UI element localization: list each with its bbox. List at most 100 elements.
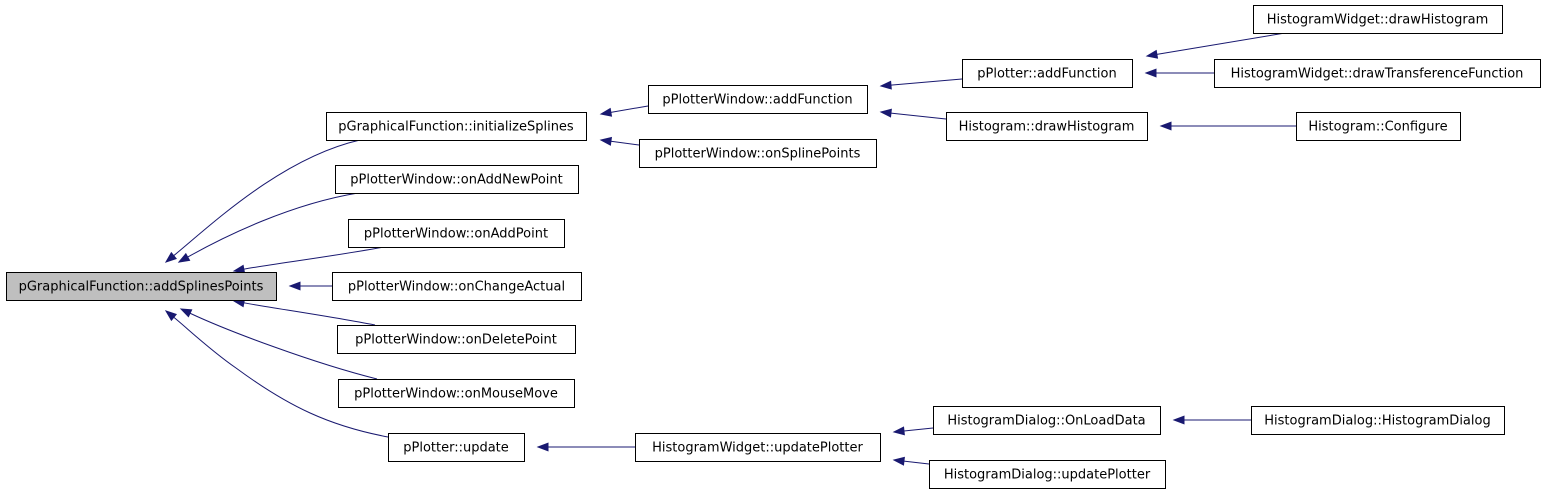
node-box: [933, 406, 1161, 435]
node-box: [635, 433, 881, 462]
node-label: HistogramWidget::updatePlotter: [652, 441, 863, 456]
graph-node-n7[interactable]: Histogram::Configure: [1296, 112, 1461, 141]
edge-line: [610, 140, 640, 146]
edge-arrowhead: [599, 107, 613, 117]
edge-line: [903, 427, 934, 432]
graph-node-n5[interactable]: HistogramWidget::drawTransferenceFunctio…: [1214, 59, 1541, 88]
node-label: HistogramWidget::drawHistogram: [1267, 13, 1489, 28]
edge-line: [890, 112, 947, 120]
edge-arrowhead: [1144, 68, 1157, 78]
node-label: pGraphicalFunction::addSplinesPoints: [19, 280, 264, 295]
graph-node-n4[interactable]: HistogramWidget::drawHistogram: [1253, 5, 1503, 34]
edge-n14-n0: [164, 310, 389, 438]
edge-line: [173, 139, 361, 257]
edge-n13-n0: [179, 308, 378, 380]
node-label: pGraphicalFunction::initializeSplines: [338, 120, 574, 135]
graph-node-n2[interactable]: pPlotterWindow::addFunction: [648, 85, 868, 114]
edge-arrowhead: [892, 426, 905, 436]
graph-node-n11[interactable]: pPlotterWindow::onChangeActual: [332, 272, 582, 301]
edge-line: [1156, 32, 1286, 55]
graph-node-n14[interactable]: pPlotter::update: [388, 433, 525, 462]
edge-n1-n0: [164, 139, 361, 263]
graph-node-n10[interactable]: pPlotterWindow::onAddPoint: [348, 219, 565, 248]
edge-n2-n1: [599, 105, 649, 117]
edge-arrowhead: [232, 264, 246, 274]
node-label: pPlotterWindow::onMouseMove: [354, 387, 558, 402]
node-label: HistogramWidget::drawTransferenceFunctio…: [1231, 67, 1524, 82]
node-label: pPlotterWindow::onAddNewPoint: [350, 173, 563, 188]
node-label: Histogram::Configure: [1308, 120, 1447, 135]
edge-line: [243, 302, 376, 326]
edge-n9-n0: [177, 192, 359, 263]
node-box: [946, 112, 1148, 141]
edge-arrowhead: [177, 252, 191, 263]
edge-n7-n6: [1159, 121, 1296, 131]
graph-node-n15[interactable]: HistogramWidget::updatePlotter: [635, 433, 881, 462]
node-label: pPlotter::update: [403, 441, 509, 456]
graph-node-n13[interactable]: pPlotterWindow::onMouseMove: [338, 379, 575, 408]
edge-n6-n2: [879, 108, 947, 120]
node-box: [338, 379, 575, 408]
edge-n15-n14: [536, 442, 635, 452]
node-box: [326, 112, 587, 141]
graph-node-n1[interactable]: pGraphicalFunction::initializeSplines: [326, 112, 587, 141]
edge-n10-n0: [232, 246, 385, 274]
edge-n8-n1: [599, 136, 640, 146]
node-label: pPlotterWindow::onAddPoint: [364, 227, 548, 242]
edge-arrowhead: [879, 108, 892, 118]
edge-n16-n15: [892, 426, 934, 436]
graph-node-n3[interactable]: pPlotter::addFunction: [962, 59, 1133, 88]
graph-node-n6[interactable]: Histogram::drawHistogram: [946, 112, 1148, 141]
node-label: pPlotterWindow::onSplinePoints: [655, 147, 861, 162]
node-box: [348, 219, 565, 248]
node-label: pPlotterWindow::addFunction: [662, 93, 852, 108]
edge-arrowhead: [599, 136, 613, 146]
node-box: [1251, 406, 1505, 435]
node-box: [337, 325, 576, 354]
node-label: Histogram::drawHistogram: [959, 120, 1135, 135]
node-box: [1214, 59, 1541, 88]
edge-arrowhead: [892, 456, 905, 466]
node-box: [388, 433, 525, 462]
graph-node-n8[interactable]: pPlotterWindow::onSplinePoints: [639, 139, 877, 168]
node-box: [332, 272, 582, 301]
edge-n11-n0: [288, 281, 332, 291]
node-box: [648, 85, 868, 114]
node-label: HistogramDialog::updatePlotter: [944, 468, 1151, 483]
node-box: [1296, 112, 1461, 141]
edge-line: [189, 312, 378, 380]
node-box: [6, 272, 277, 301]
node-label: pPlotterWindow::onChangeActual: [348, 280, 565, 295]
edge-arrowhead: [288, 281, 301, 291]
edge-arrowhead: [1145, 49, 1159, 59]
edge-arrowhead: [164, 251, 177, 263]
edge-n4-n3: [1145, 32, 1286, 59]
node-box: [929, 460, 1166, 489]
edge-arrowhead: [179, 308, 193, 318]
node-box: [335, 165, 579, 194]
edge-n18-n15: [892, 456, 930, 466]
edges-layer: [164, 32, 1296, 466]
edge-line: [173, 316, 389, 438]
nodes-layer: pGraphicalFunction::addSplinesPoints pGra…: [6, 5, 1541, 489]
graph-node-n17[interactable]: HistogramDialog::HistogramDialog: [1251, 406, 1505, 435]
node-box: [1253, 5, 1503, 34]
edge-n5-n3: [1144, 68, 1214, 78]
graph-node-n18[interactable]: HistogramDialog::updatePlotter: [929, 460, 1166, 489]
edge-line: [903, 460, 930, 465]
edge-arrowhead: [1172, 415, 1185, 425]
edge-line: [187, 192, 359, 258]
edge-arrowhead: [879, 80, 892, 90]
graph-node-n12[interactable]: pPlotterWindow::onDeletePoint: [337, 325, 576, 354]
node-box: [639, 139, 877, 168]
edge-n3-n2: [879, 78, 963, 90]
graph-node-n16[interactable]: HistogramDialog::OnLoadData: [933, 406, 1161, 435]
node-label: pPlotter::addFunction: [977, 67, 1117, 82]
edge-n17-n16: [1172, 415, 1251, 425]
node-label: HistogramDialog::OnLoadData: [947, 414, 1145, 429]
graph-node-n9[interactable]: pPlotterWindow::onAddNewPoint: [335, 165, 579, 194]
edge-line: [610, 105, 649, 113]
graph-node-n0: pGraphicalFunction::addSplinesPoints: [6, 272, 277, 301]
edge-arrowhead: [164, 310, 178, 322]
